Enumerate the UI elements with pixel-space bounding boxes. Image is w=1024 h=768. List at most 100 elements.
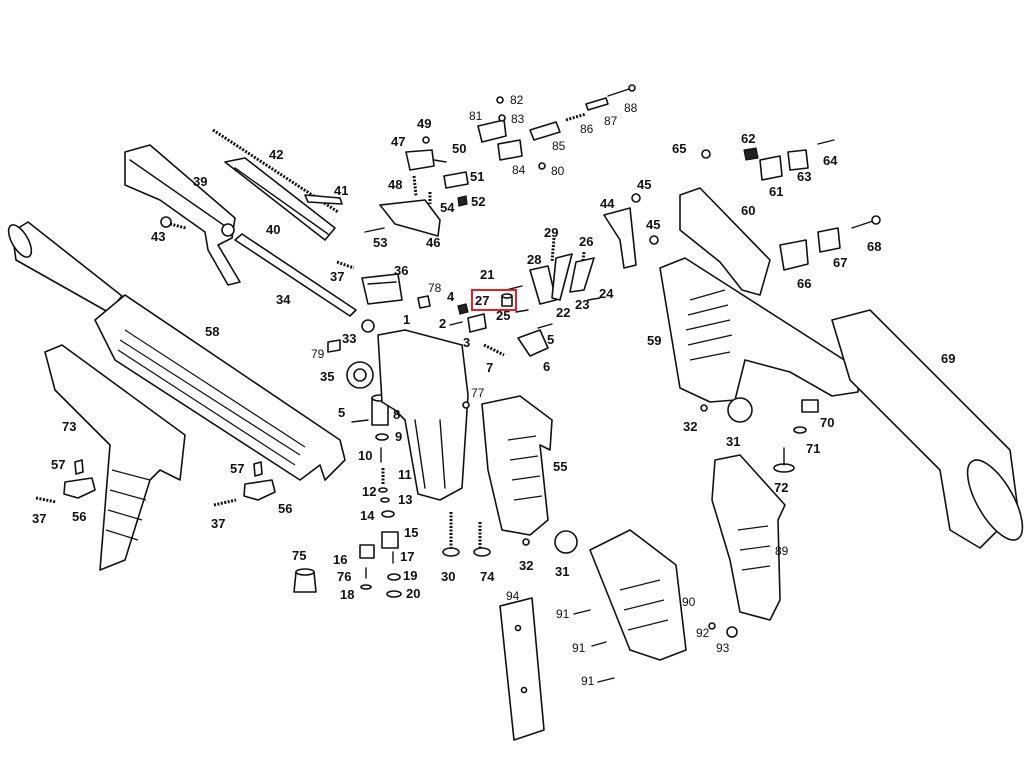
label-27: 27 xyxy=(475,293,490,308)
part-4-pin xyxy=(457,303,469,315)
label-10: 10 xyxy=(358,448,373,463)
part-2-pin xyxy=(449,321,463,326)
part-77-pin xyxy=(462,401,470,409)
part-32-pin-b xyxy=(522,538,530,546)
part-35-wheel xyxy=(346,361,374,389)
part-5-pin-b xyxy=(537,323,553,329)
part-88-screw xyxy=(607,84,636,97)
part-59-grip-frame xyxy=(659,257,861,403)
label-70: 70 xyxy=(820,415,835,430)
part-91-screw-a xyxy=(573,609,591,615)
part-47-block xyxy=(405,149,435,171)
label-54: 54 xyxy=(440,200,455,215)
part-31-wheel-b xyxy=(554,530,578,554)
label-35: 35 xyxy=(320,369,335,384)
label-11: 11 xyxy=(398,467,412,482)
label-58: 58 xyxy=(205,324,220,339)
label-21: 21 xyxy=(480,267,495,282)
label-7: 7 xyxy=(486,360,494,375)
part-51-plate xyxy=(443,171,469,189)
label-45-b: 45 xyxy=(646,217,661,232)
label-81: 81 xyxy=(469,109,483,123)
part-84-nut xyxy=(497,139,523,161)
part-barrel xyxy=(7,221,123,313)
label-72: 72 xyxy=(774,480,789,495)
part-66-block xyxy=(779,239,809,271)
label-51: 51 xyxy=(470,169,485,184)
label-17: 17 xyxy=(400,549,415,564)
part-44-plate xyxy=(603,207,637,269)
part-15-nut xyxy=(381,531,399,549)
label-57-a: 57 xyxy=(51,457,66,472)
label-66: 66 xyxy=(797,276,812,291)
part-68-screw xyxy=(851,215,881,229)
label-93: 93 xyxy=(716,641,730,655)
label-6: 6 xyxy=(543,359,551,374)
label-86: 86 xyxy=(580,122,594,136)
label-41: 41 xyxy=(334,183,349,198)
label-56-a: 56 xyxy=(72,509,87,524)
label-52: 52 xyxy=(471,194,486,209)
label-80: 80 xyxy=(551,164,565,178)
part-13-washer xyxy=(380,497,390,503)
part-73-lower-frame xyxy=(44,344,186,571)
part-91-screw-c xyxy=(597,677,615,683)
label-18: 18 xyxy=(340,587,355,602)
part-56-block-b xyxy=(213,461,276,507)
part-49-screw xyxy=(422,136,430,144)
part-20-washer xyxy=(386,590,402,598)
part-5-pin-a xyxy=(351,419,369,423)
part-93-screw xyxy=(726,626,738,638)
part-34-rod xyxy=(234,233,357,317)
label-68: 68 xyxy=(867,239,882,254)
part-45-screw-b xyxy=(649,235,659,245)
part-53-pin xyxy=(364,227,385,233)
label-79: 79 xyxy=(311,347,325,361)
label-89: 89 xyxy=(775,544,789,558)
part-36-block xyxy=(361,273,403,305)
part-50-pin xyxy=(433,159,447,163)
label-75: 75 xyxy=(292,548,307,563)
label-13: 13 xyxy=(398,492,413,507)
part-30-spring xyxy=(442,512,460,557)
label-76: 76 xyxy=(337,569,352,584)
label-73: 73 xyxy=(62,419,77,434)
part-87-pin xyxy=(585,97,609,111)
label-37-b: 37 xyxy=(32,511,47,526)
label-50: 50 xyxy=(452,141,467,156)
label-87: 87 xyxy=(604,114,618,128)
part-9-washer xyxy=(375,433,389,441)
label-48: 48 xyxy=(388,177,403,192)
part-55-grip xyxy=(481,395,553,536)
label-59: 59 xyxy=(647,333,662,348)
label-83: 83 xyxy=(511,112,525,126)
part-61-block xyxy=(759,155,783,181)
part-16-nut xyxy=(359,544,375,559)
part-64-pin xyxy=(817,139,835,145)
part-48-spring xyxy=(412,175,418,197)
label-74: 74 xyxy=(480,569,495,584)
label-94: 94 xyxy=(506,589,520,603)
label-49: 49 xyxy=(417,116,432,131)
part-94-plate xyxy=(499,597,545,741)
part-45-screw-a xyxy=(631,193,641,203)
label-4: 4 xyxy=(447,289,455,304)
part-92-washer xyxy=(708,622,716,630)
label-46: 46 xyxy=(426,235,441,250)
part-25-pin xyxy=(515,309,529,313)
label-32-b: 32 xyxy=(519,558,534,573)
label-32-a: 32 xyxy=(683,419,698,434)
label-1: 1 xyxy=(403,312,411,327)
label-69: 69 xyxy=(941,351,956,366)
part-37-spring-a xyxy=(336,260,355,270)
label-31-a: 31 xyxy=(726,434,741,449)
part-28-lever xyxy=(529,265,557,305)
label-24: 24 xyxy=(599,286,614,301)
part-74-spring xyxy=(473,522,491,557)
part-70-screw xyxy=(801,399,819,413)
label-16: 16 xyxy=(333,552,348,567)
label-5-b: 5 xyxy=(547,332,555,347)
label-23: 23 xyxy=(575,297,590,312)
label-31-b: 31 xyxy=(555,564,570,579)
